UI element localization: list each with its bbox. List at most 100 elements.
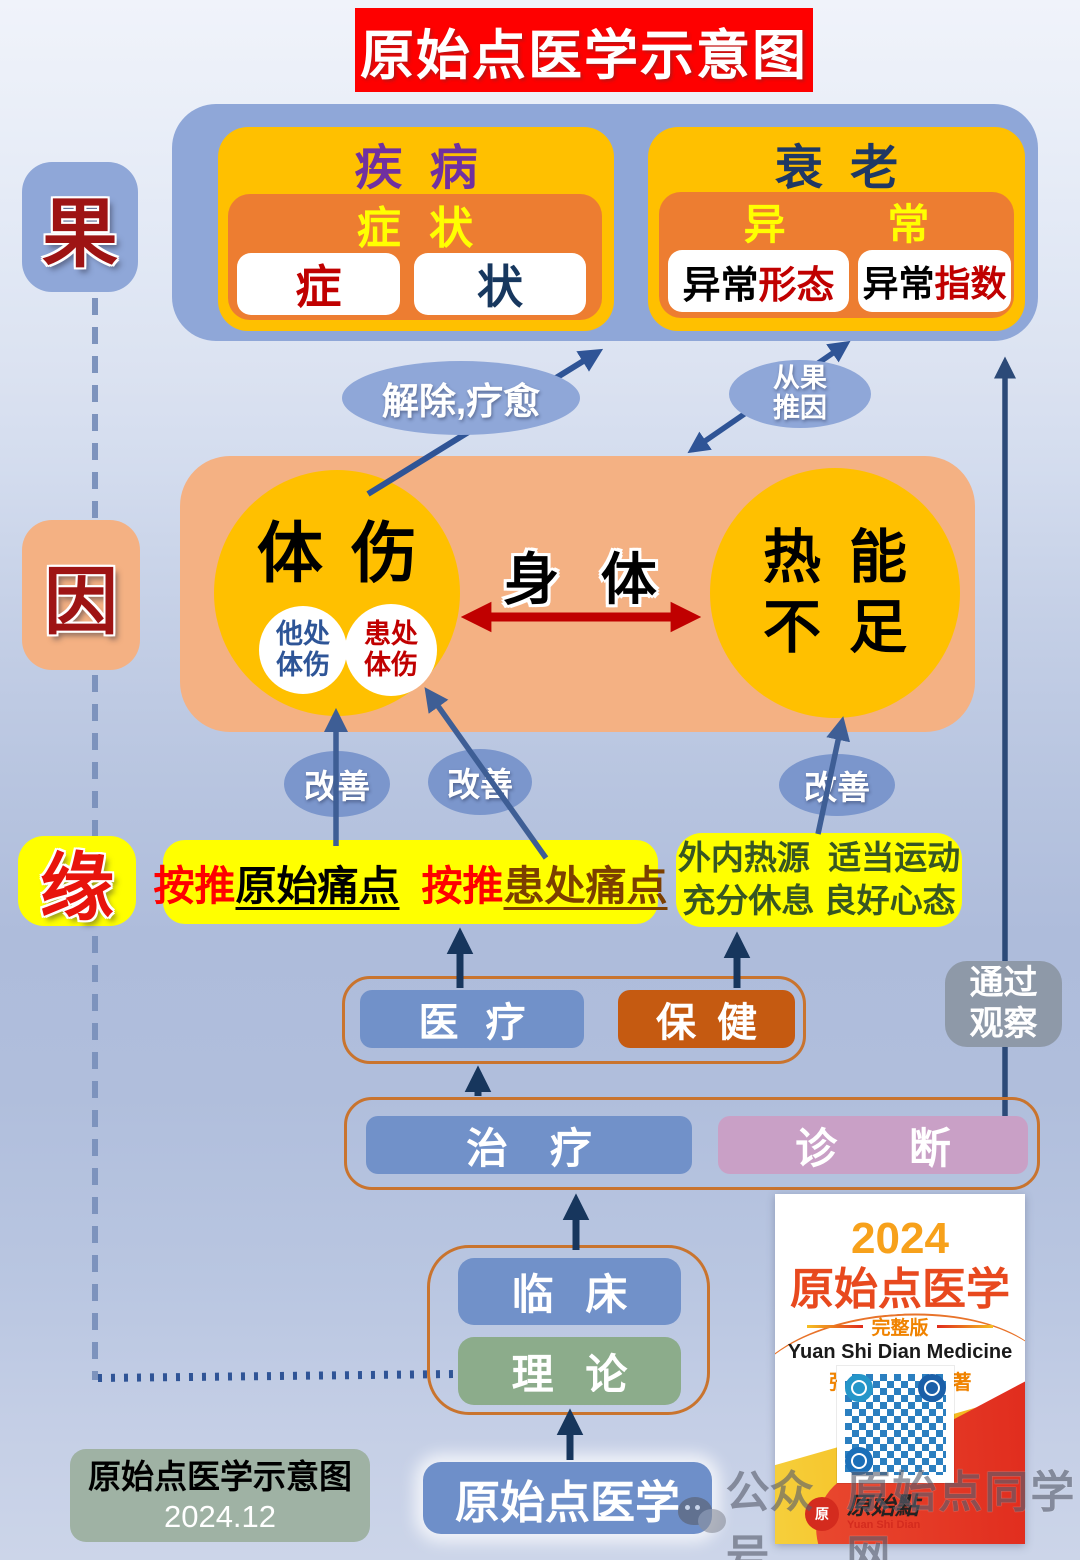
observe-box: 通过 观察: [945, 961, 1062, 1047]
body-label-wrap: 身 体: [470, 540, 690, 611]
treatment-label: 治 疗: [466, 1124, 592, 1172]
improve-label-2: 改善: [447, 766, 513, 803]
symptom-left-box: 症: [237, 253, 400, 315]
result-side-box: 果: [22, 162, 138, 292]
relieve-heal-ellipse: 解除,疗愈: [342, 361, 580, 435]
press1-target: 原始痛点: [235, 863, 400, 909]
press2-target: 患处痛点: [503, 863, 668, 909]
medical-label: 医 疗: [418, 1001, 526, 1045]
abnormal-form-red: 形态: [758, 264, 835, 307]
aging-title: 衰 老: [774, 142, 899, 195]
book-edition-wrap: 完整版: [775, 1314, 1025, 1339]
heat-deficiency-wrap: 热 能 不 足: [710, 505, 960, 681]
aging-title-wrap: 衰 老: [648, 132, 1025, 195]
body-injury-wrap: 体 伤: [214, 500, 460, 596]
press-points-label: 按推原始痛点按推患处痛点: [154, 852, 668, 912]
theory-box: 理 论: [458, 1337, 681, 1405]
affected-site-label: 患处 体伤: [364, 618, 418, 680]
treatment-box: 治 疗: [366, 1116, 692, 1174]
qr-finder-bottomleft: [845, 1447, 873, 1475]
other-site-circle: 他处 体伤: [259, 606, 347, 694]
abnormal-index-box: 异常指数: [858, 250, 1011, 312]
symptom-header: 症 状: [356, 204, 474, 253]
abnormal-index-label: 异常指数: [862, 255, 1006, 307]
diagnosis-label: 诊 断: [795, 1124, 951, 1172]
heat-circle: [710, 468, 960, 718]
caption-title: 原始点医学示意图: [88, 1458, 352, 1496]
body-label: 身 体: [503, 547, 657, 611]
lifestyle-line2: 充分休息 良好心态: [682, 882, 956, 919]
book-subtitle-wrap: Yuan Shi Dian Medicine: [775, 1338, 1025, 1366]
book-subtitle: Yuan Shi Dian Medicine: [787, 1340, 1013, 1363]
press2-prefix: 按推: [421, 863, 504, 909]
heat-deficiency-label: 热 能 不 足: [762, 525, 908, 660]
improve-ellipse-1: 改善: [284, 751, 390, 817]
title-banner: 原始点医学示意图: [355, 8, 813, 92]
healthcare-box: 保 健: [618, 990, 795, 1048]
condition-side-label: 缘: [40, 845, 114, 929]
book-logo-sub: Yuan Shi Dian: [847, 1519, 921, 1532]
lifestyle-line1: 外内热源 适当运动: [677, 839, 961, 877]
other-site-label: 他处 体伤: [276, 618, 330, 680]
symptom-header-wrap: 症 状: [228, 196, 602, 253]
foundation-box: 原始点医学: [423, 1462, 712, 1534]
abnormal-form-black: 异常: [682, 264, 759, 307]
edition-line-right: [936, 1324, 993, 1328]
improve-ellipse-2: 改善: [428, 749, 532, 815]
symptom-right-box: 状: [414, 253, 586, 315]
healthcare-label: 保 健: [655, 1001, 758, 1045]
improve-label-1: 改善: [304, 768, 370, 805]
symptom-right-label: 状: [477, 261, 523, 313]
care-container: [342, 976, 806, 1064]
wechat-icon: [678, 1497, 726, 1543]
qr-finder-topleft-dot: [853, 1382, 865, 1394]
watermark-suffix: 原始点同学网: [846, 1468, 1077, 1560]
observe-label: 通过 观察: [969, 964, 1038, 1043]
book-title-wrap: 原始点医学: [775, 1260, 1025, 1314]
book-edition: 完整版: [871, 1317, 929, 1339]
body-injury-label: 体 伤: [256, 516, 418, 590]
lifestyle-box: 外内热源 适当运动 充分休息 良好心态: [676, 833, 962, 927]
qr-finder-topleft: [845, 1374, 873, 1402]
watermark: 公众号 原始点同学网: [678, 1468, 1078, 1560]
affected-site-circle: 患处 体伤: [345, 604, 437, 696]
improve-label-3: 改善: [804, 769, 870, 806]
caption-box: 原始点医学示意图 2024.12: [70, 1449, 370, 1542]
book-logo-script: 原始點: [847, 1494, 919, 1521]
caption-date: 2024.12: [163, 1498, 277, 1534]
press-points-box: 按推原始痛点按推患处痛点: [154, 840, 668, 924]
treatment-container: [344, 1097, 1040, 1190]
clinical-label: 临 床: [511, 1271, 628, 1318]
symptom-left-label: 症: [295, 261, 342, 313]
press1-prefix: 按推: [153, 863, 236, 909]
condition-side-box: 缘: [18, 836, 136, 929]
infer-cause-label: 从果 推因: [773, 363, 827, 423]
book-title: 原始点医学: [790, 1265, 1010, 1314]
qr-finder-bottomleft-dot: [853, 1455, 865, 1467]
cause-side-label: 因: [44, 559, 118, 643]
infer-cause-ellipse: 从果 推因: [729, 360, 871, 428]
abnormal-form-box: 异常形态: [668, 250, 849, 312]
medical-box: 医 疗: [360, 990, 584, 1048]
abnormal-index-black: 异常: [862, 263, 935, 304]
book-logo-seal: 原: [805, 1497, 839, 1531]
book-year-wrap: 2024: [775, 1214, 1025, 1263]
diagnosis-box: 诊 断: [718, 1116, 1028, 1174]
disease-title: 疾 病: [354, 142, 478, 195]
book-logo-row: 原 原始點 Yuan Shi Dian: [805, 1494, 1005, 1534]
book-cover: 2024 原始点医学 完整版 Yuan Shi Dian Medicine 张钊…: [775, 1194, 1025, 1544]
relieve-heal-label: 解除,疗愈: [381, 381, 541, 422]
result-side-label: 果: [42, 192, 118, 277]
cause-side-box: 因: [22, 520, 140, 670]
dotted-theory-line: [97, 1370, 457, 1382]
book-year: 2024: [851, 1214, 949, 1263]
qr-finder-topright-dot: [926, 1382, 938, 1394]
abnormal-form-label: 异常形态: [682, 254, 834, 309]
theory-label: 理 论: [511, 1350, 628, 1398]
foundation-label: 原始点医学: [454, 1476, 680, 1528]
page-title: 原始点医学示意图: [360, 25, 808, 86]
edition-line-left: [807, 1324, 864, 1328]
improve-ellipse-3: 改善: [779, 754, 895, 816]
clinical-box: 临 床: [458, 1258, 681, 1325]
